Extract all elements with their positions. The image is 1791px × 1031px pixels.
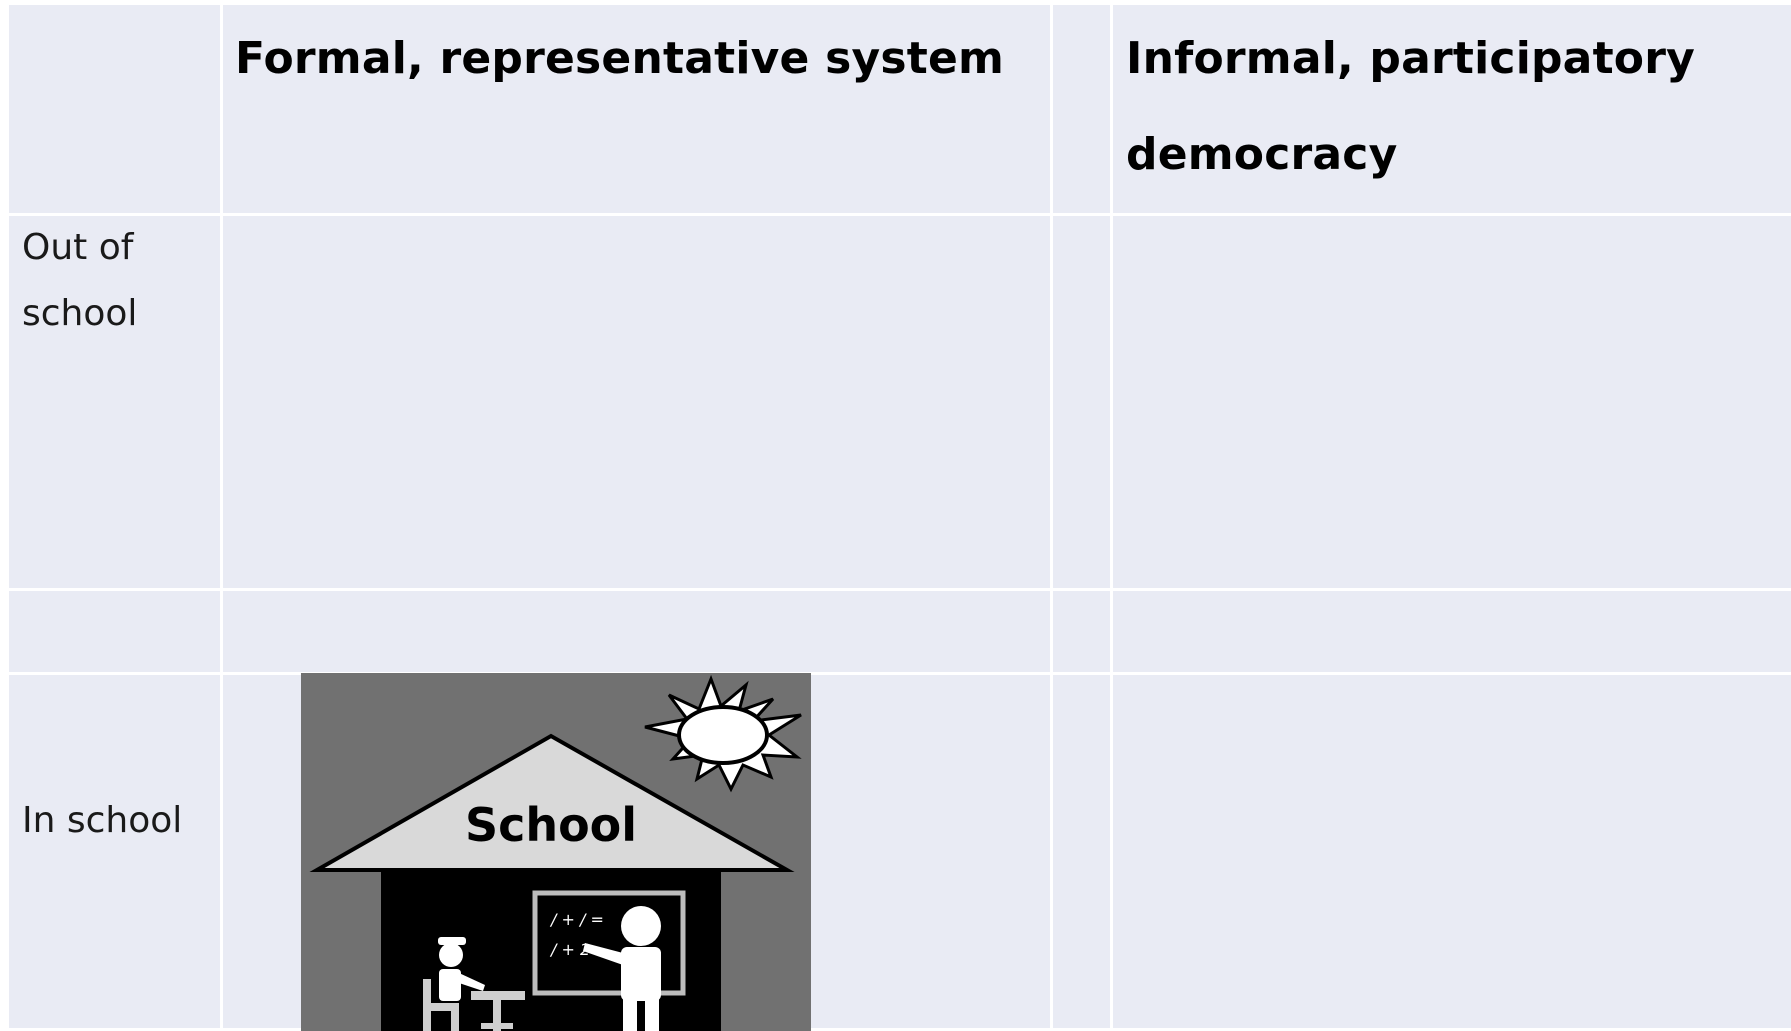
svg-text:/ + 2: / + 2 [549,940,590,959]
row-divider [9,588,1791,591]
row-label-out-of-school-line1: Out of [22,227,134,268]
sun-icon [644,674,802,793]
row-label-in-school-text: In school [22,800,183,841]
svg-text:/ + / =: / + / = [549,910,604,929]
row-label-out-of-school-line2: school [22,293,138,334]
comparison-table: Formal, representative system Informal, … [9,5,1791,1028]
row-divider [9,213,1791,216]
school-illustration: School / + / = / + 2 [309,674,802,1031]
row-label-out-of-school: Out of school [22,215,212,347]
row-divider [9,672,1791,675]
school-house-icon: School / + / = / + 2 [301,673,811,1031]
header-informal-participatory: Informal, participatory democracy [1126,11,1786,203]
header-formal-text: Formal, representative system [235,33,1005,84]
header-informal-line1: Informal, participatory [1126,33,1696,84]
row-label-in-school: In school [22,788,212,854]
student-figure [423,937,525,1031]
column-divider [1110,5,1113,1028]
teacher-figure [583,906,661,1031]
school-sign-text: School [465,798,637,852]
chalkboard [532,890,686,996]
column-divider [220,5,223,1028]
header-informal-line2: democracy [1126,129,1398,180]
column-divider [1050,5,1053,1028]
header-formal-representative: Formal, representative system [235,11,1035,107]
